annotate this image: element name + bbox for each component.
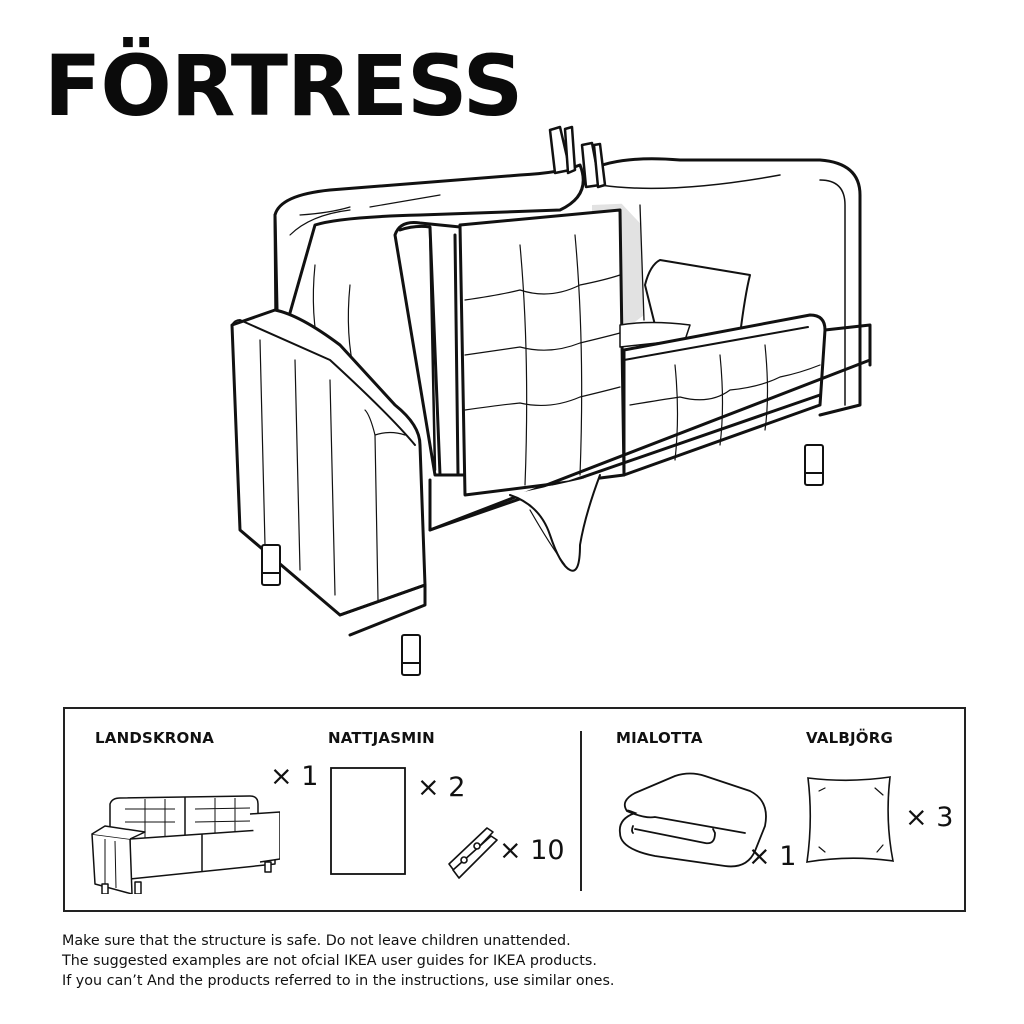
part-label-nattjasmin: NATTJASMIN	[328, 729, 435, 747]
folded-blanket-icon	[618, 772, 767, 868]
clothespin-icon	[448, 827, 498, 879]
sofa-leg-icon	[261, 444, 824, 676]
safety-disclaimer: Make sure that the structure is safe. Do…	[62, 931, 614, 991]
parts-list: LANDSKRONA × 1 NATTJASMIN × 2 × 10 MIALO…	[63, 707, 966, 912]
section-divider	[580, 731, 582, 891]
clothespin-icon	[548, 125, 607, 189]
disclaimer-line-1: Make sure that the structure is safe. Do…	[62, 933, 571, 949]
qty-nattjasmin: × 2	[417, 772, 466, 803]
sofa-icon	[91, 795, 280, 894]
part-label-mialotta: MIALOTTA	[616, 729, 703, 747]
qty-valbjorg: × 3	[905, 802, 954, 833]
disclaimer-line-3: If you can’t And the products referred t…	[62, 973, 615, 989]
qty-landskrona: × 1	[270, 761, 319, 792]
page-title: FÖRTRESS	[44, 37, 523, 135]
sheet-icon	[330, 767, 406, 875]
part-label-landskrona: LANDSKRONA	[95, 729, 215, 747]
disclaimer-line-2: The suggested examples are not ofcial IK…	[62, 953, 597, 969]
sofa-fort-illustration	[230, 125, 872, 676]
pillow-icon	[806, 776, 894, 863]
qty-mialotta: × 1	[748, 841, 797, 872]
part-label-valbjorg: VALBJÖRG	[806, 729, 893, 747]
qty-clothespin: × 10	[499, 835, 565, 866]
